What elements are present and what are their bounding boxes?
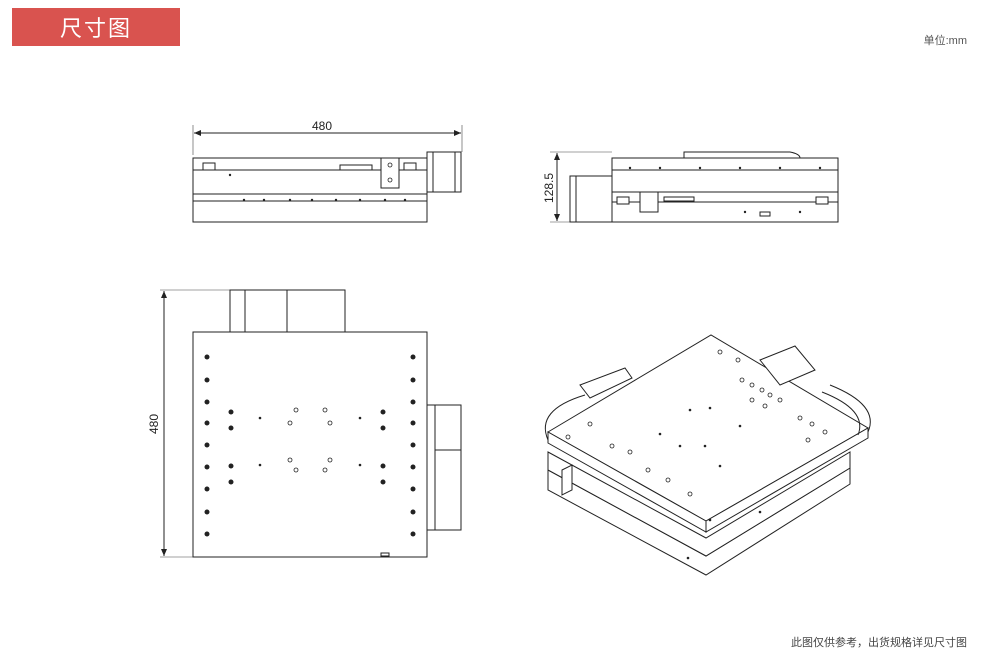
dimension-height-label: 128.5 xyxy=(542,173,556,203)
side-view: 128.5 xyxy=(542,151,839,223)
page-title: 尺寸图 xyxy=(12,8,180,46)
plan-view: 480 xyxy=(147,289,462,558)
footnote: 此图仅供参考，出货规格详见尺寸图 xyxy=(791,637,967,649)
dimension-plan-label: 480 xyxy=(147,414,161,434)
unit-label: 单位:mm xyxy=(923,35,967,47)
dimension-width-label: 480 xyxy=(312,119,332,133)
front-view: 480 xyxy=(192,119,463,223)
isometric-view xyxy=(544,334,871,576)
